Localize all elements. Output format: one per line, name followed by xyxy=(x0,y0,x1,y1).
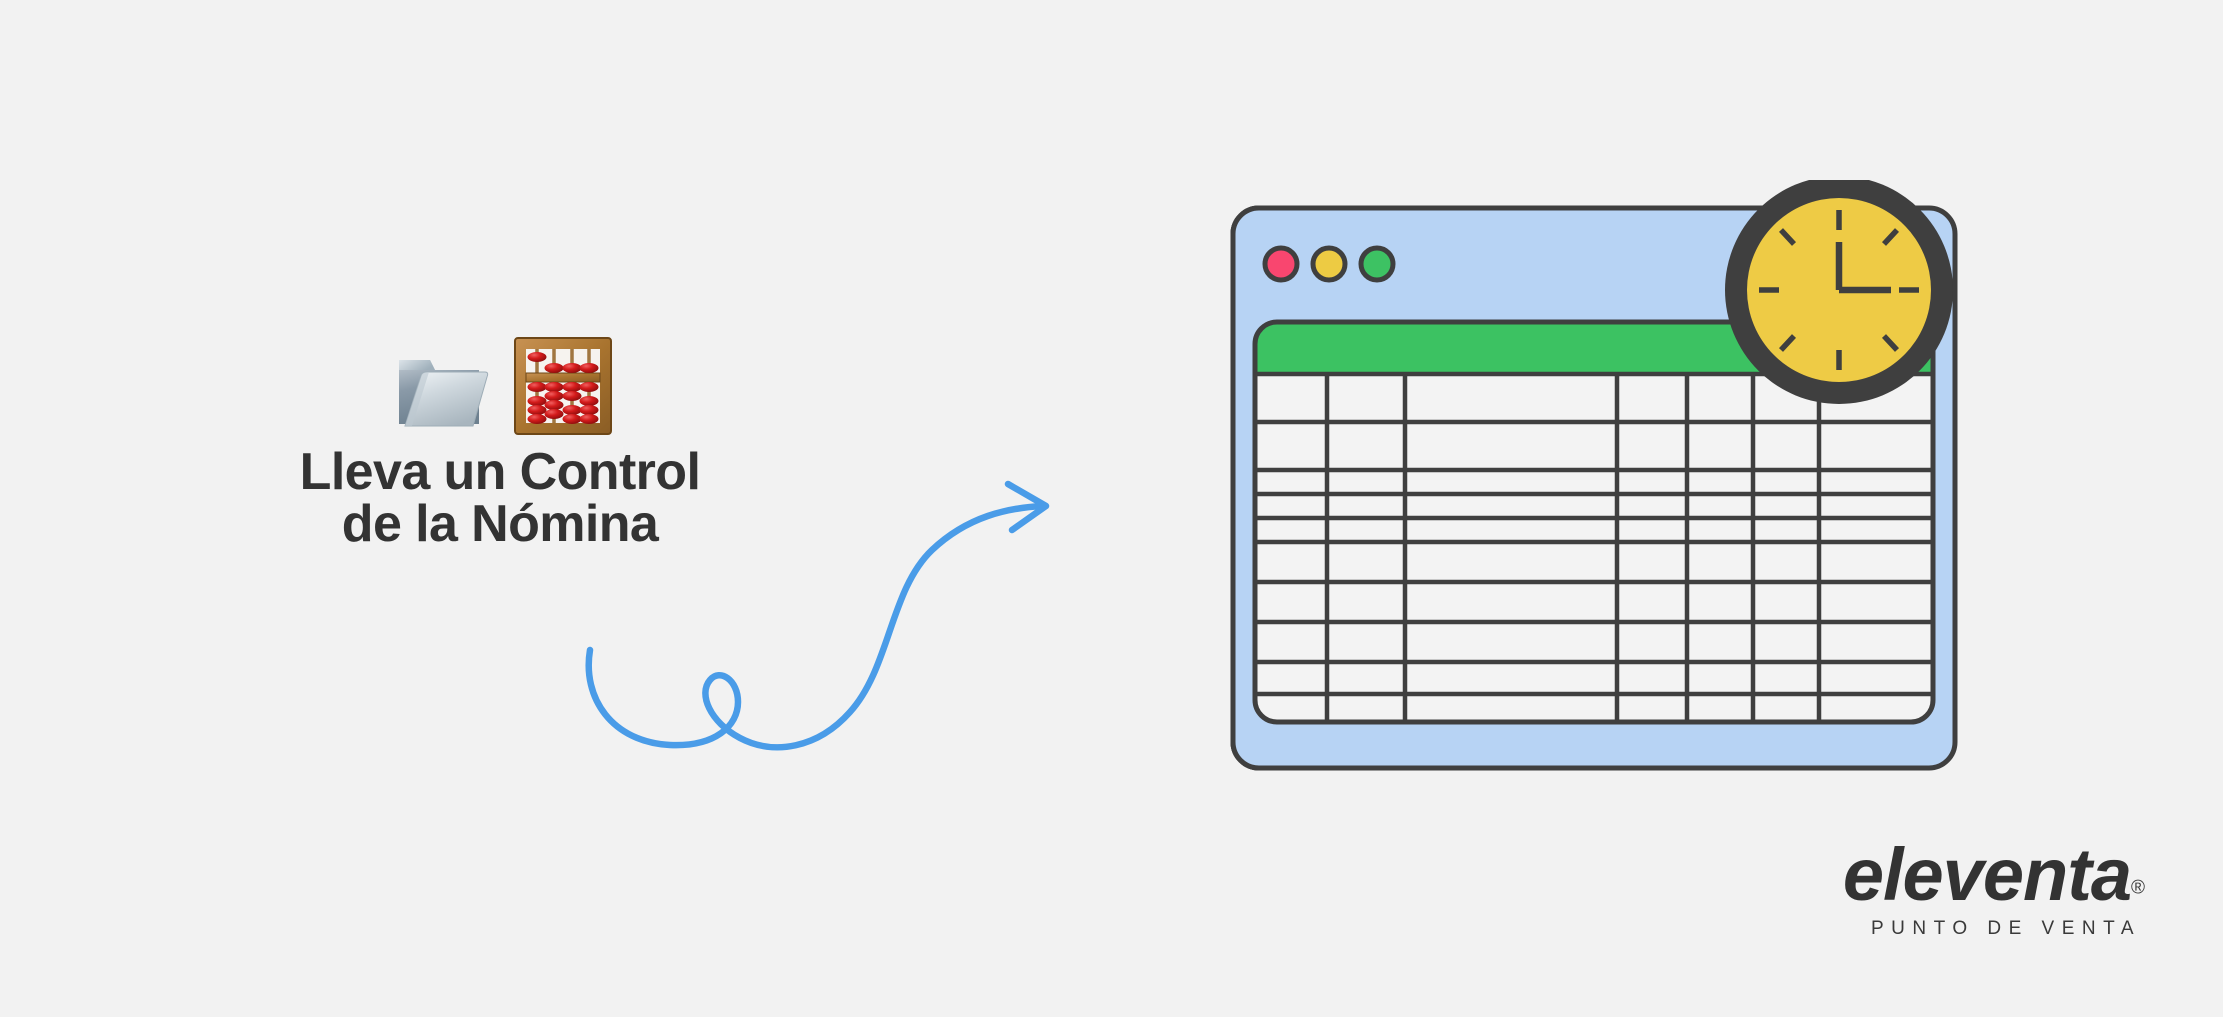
wall-clock xyxy=(1725,176,1953,404)
logo-tagline: PUNTO DE VENTA xyxy=(1870,918,2141,939)
logo-wordmark: eleventa xyxy=(1842,833,2132,916)
spreadsheet-window[interactable] xyxy=(1225,176,1985,800)
registered-trademark-icon: ® xyxy=(2131,877,2145,899)
eleventa-logo: eleventa® PUNTO DE VENTA xyxy=(1745,838,2145,958)
headline-line-1: Lleva un Control xyxy=(299,443,701,501)
headline-line-2: de la Nómina xyxy=(341,495,659,553)
abacus-emoji xyxy=(509,332,617,440)
emoji-row xyxy=(180,320,820,440)
promo-left-panel: Lleva un Control de la Nómina xyxy=(180,320,820,550)
open-file-folder-emoji xyxy=(383,332,491,440)
clock-hands xyxy=(1835,242,1891,294)
traffic-light-dots xyxy=(1262,245,1396,283)
promo-headline: Lleva un Control de la Nómina xyxy=(180,446,820,550)
